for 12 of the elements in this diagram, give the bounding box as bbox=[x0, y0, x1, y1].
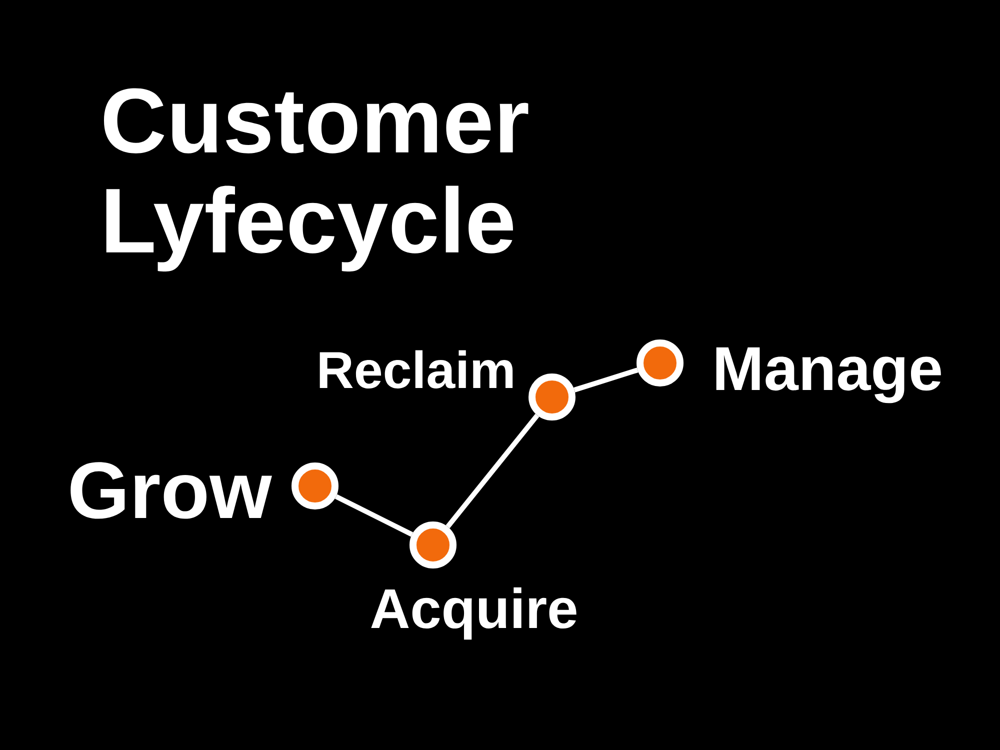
dot bbox=[292, 462, 338, 510]
dot bbox=[636, 340, 684, 386]
step-label: Manage bbox=[716, 347, 941, 404]
connector-line bbox=[574, 368, 638, 392]
step-label: Grow bbox=[70, 462, 272, 519]
connector-line bbox=[334, 494, 414, 537]
title: Customer Lyfecycle bbox=[104, 88, 528, 272]
step-label: Acquire bbox=[371, 587, 576, 640]
dot bbox=[410, 522, 456, 568]
dot bbox=[528, 374, 576, 420]
connector-line bbox=[446, 414, 540, 528]
step-label: Reclaim bbox=[320, 350, 513, 388]
